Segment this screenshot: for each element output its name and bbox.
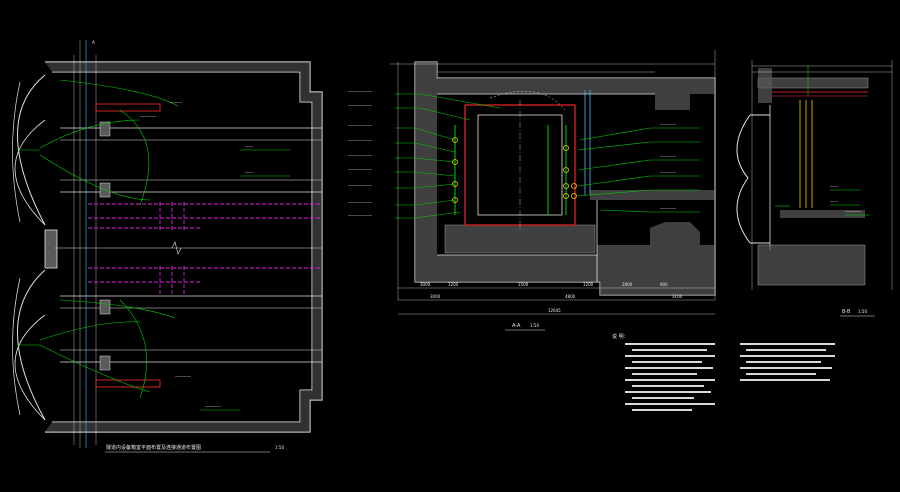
section-aa-left-leaders bbox=[395, 93, 501, 219]
plan-title: 隧道内设备箱室平面布置及连接通道布置图 bbox=[106, 444, 201, 451]
section-aa-dim: 1200 bbox=[448, 282, 459, 287]
plan-annotation: —— bbox=[245, 144, 253, 149]
plan-tunnel-outline-1 bbox=[12, 81, 21, 223]
section-aa-label: —————— bbox=[348, 213, 372, 218]
section-bb-conduits bbox=[799, 100, 813, 208]
section-aa-right-leaders bbox=[577, 127, 700, 213]
section-bb-label: —— bbox=[830, 199, 838, 204]
section-aa-cables bbox=[452, 137, 577, 203]
section-aa-label: —————— bbox=[348, 200, 372, 205]
plan-annotation: ——— bbox=[170, 100, 182, 105]
plan-view: ——— ———— —— —— ———— ———— 隧道内设备箱室平面布置及连接通… bbox=[12, 40, 323, 453]
section-bb-shelf bbox=[780, 210, 865, 218]
plan-equipment-box bbox=[99, 299, 111, 315]
plan-tunnel-arc-4 bbox=[14, 314, 46, 421]
plan-leader-lines bbox=[18, 79, 290, 411]
plan-annotation: —— bbox=[245, 170, 253, 175]
section-aa-label: —————— bbox=[348, 103, 372, 108]
section-aa-dim: 4800 bbox=[565, 294, 576, 299]
plan-tunnel-arc-1 bbox=[17, 74, 46, 226]
section-aa-dim: 1500 bbox=[518, 282, 529, 287]
section-aa-dim: 900 bbox=[660, 282, 668, 287]
notes-heading: 说 明： bbox=[612, 333, 629, 340]
section-aa-label: —————— bbox=[348, 89, 372, 94]
section-aa-bottom-slab bbox=[437, 255, 597, 282]
section-bb-tunnel bbox=[750, 114, 770, 244]
section-aa-hump bbox=[650, 222, 700, 245]
section-aa-overall-dim: 12645 bbox=[548, 308, 561, 313]
section-bb-base bbox=[757, 244, 866, 286]
section-aa-label: ———— bbox=[660, 122, 676, 127]
section-aa-label: —————— bbox=[348, 183, 372, 188]
plan-tunnel-arc-2 bbox=[14, 119, 46, 226]
plan-equipment-box bbox=[95, 379, 161, 388]
plan-section-mark: A bbox=[92, 40, 95, 45]
notes-lines bbox=[625, 343, 835, 411]
section-bb: —— —— ———— B-B 1:50 bbox=[736, 60, 893, 317]
section-aa-dim: 2800 bbox=[622, 282, 633, 287]
plan-annotation: ———— bbox=[140, 114, 156, 119]
section-bb-leaders bbox=[775, 65, 870, 216]
section-aa-label: —————— bbox=[348, 153, 372, 158]
section-aa-title: A-A bbox=[512, 323, 521, 329]
section-aa-shelf bbox=[590, 190, 715, 200]
section-aa-label: ———— bbox=[660, 206, 676, 211]
plan-equipment-box bbox=[95, 103, 161, 112]
section-aa-right-base bbox=[597, 245, 715, 295]
section-aa-label: —————— bbox=[348, 138, 372, 143]
plan-equipment-box bbox=[99, 121, 111, 137]
section-bb-label: —— bbox=[830, 184, 838, 189]
section-aa-arch bbox=[489, 91, 566, 111]
section-aa-label: —————— bbox=[348, 123, 372, 128]
section-aa-scale: 1:50 bbox=[530, 323, 539, 328]
section-aa-left-wall bbox=[415, 62, 437, 282]
plan-tunnel-outline-2 bbox=[12, 277, 21, 416]
plan-annotation: ———— bbox=[205, 404, 221, 409]
section-bb-label: ———— bbox=[845, 209, 861, 214]
section-bb-title: B-B bbox=[842, 309, 851, 315]
notes-block: 说 明： bbox=[612, 333, 835, 411]
section-aa-dim: 1200 bbox=[583, 282, 594, 287]
section-bb-left-wall bbox=[758, 68, 772, 103]
plan-scale: 1:50 bbox=[275, 445, 284, 450]
section-aa-cable-rungs bbox=[454, 125, 567, 215]
plan-center-pillar bbox=[44, 229, 58, 269]
plan-magenta-trays bbox=[88, 202, 322, 295]
section-aa-dim: 3000 bbox=[420, 282, 431, 287]
section-aa-dim: 3100 bbox=[672, 294, 683, 299]
plan-annotation: ———— bbox=[175, 374, 191, 379]
section-aa-label: ———— bbox=[660, 154, 676, 159]
section-bb-scale: 1:50 bbox=[858, 309, 867, 314]
section-aa-dim: 3000 bbox=[430, 294, 441, 299]
section-bb-tunnel bbox=[736, 114, 751, 244]
section-aa-notch bbox=[655, 94, 690, 110]
plan-equipment-box bbox=[99, 355, 111, 371]
section-aa-top-slab bbox=[437, 78, 715, 94]
plan-break-symbol bbox=[171, 241, 182, 255]
section-aa-label: ———— bbox=[660, 170, 676, 175]
plan-tunnel-arc-3 bbox=[17, 269, 46, 421]
section-bb-top-slab bbox=[757, 77, 869, 89]
section-aa-label: —————— bbox=[348, 167, 372, 172]
section-aa: —————— —————— —————— —————— —————— —————… bbox=[348, 50, 716, 331]
